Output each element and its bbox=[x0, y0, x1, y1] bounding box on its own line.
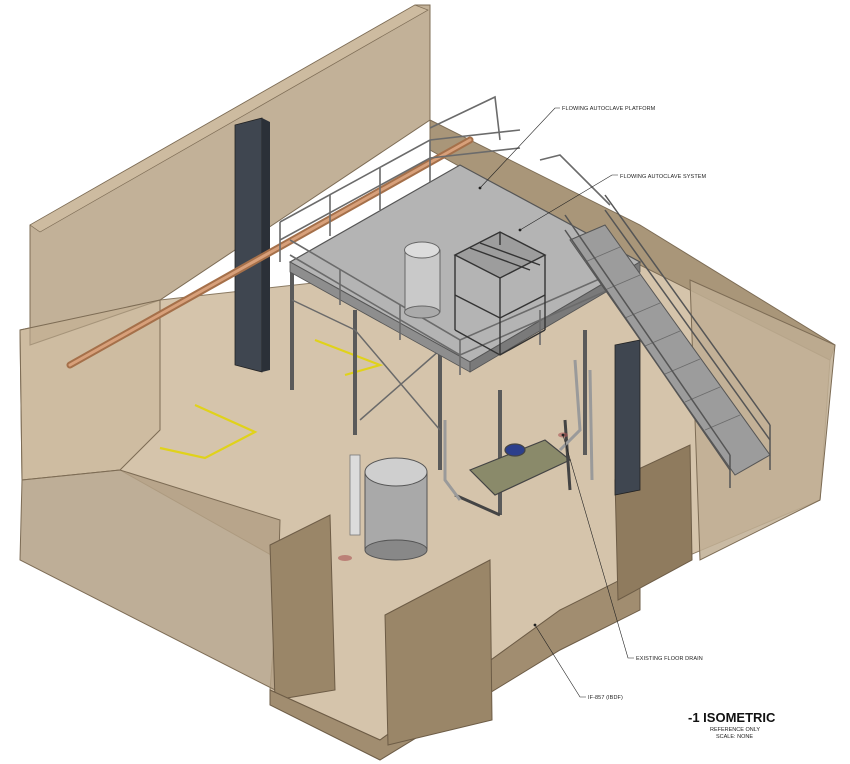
right-wall bbox=[689, 279, 836, 561]
callout-room-label: IF-857 (IBDF) bbox=[588, 695, 623, 701]
view-title: -1 ISOMETRIC bbox=[688, 710, 776, 725]
front-partition bbox=[384, 559, 493, 746]
callout-drain-label: EXISTING FLOOR DRAIN bbox=[636, 656, 703, 662]
callout-system-label: FLOWING AUTOCLAVE SYSTEM bbox=[620, 174, 707, 180]
pipe-runs bbox=[443, 359, 594, 501]
callout-drain: EXISTING FLOOR DRAIN bbox=[561, 433, 703, 662]
title-block: -1 ISOMETRIC REFERENCE ONLY SCALE: NONE bbox=[688, 710, 776, 740]
copper-pipe bbox=[66, 136, 474, 369]
back-left-wall-top bbox=[29, 4, 429, 233]
column-left bbox=[234, 117, 263, 373]
front-wall-stub bbox=[269, 514, 336, 701]
view-scale: SCALE: NONE bbox=[716, 734, 753, 740]
access-stairs bbox=[564, 194, 771, 488]
column-left-face bbox=[262, 118, 270, 372]
platform-railing bbox=[279, 95, 621, 375]
callouts: FLOWING AUTOCLAVE PLATFORM FLOWING AUTOC… bbox=[478, 106, 707, 701]
view-note: REFERENCE ONLY bbox=[710, 727, 760, 733]
callout-platform: FLOWING AUTOCLAVE PLATFORM bbox=[478, 106, 656, 190]
front-left-wall bbox=[19, 299, 161, 481]
autoclave-platform bbox=[279, 95, 642, 515]
callout-system: FLOWING AUTOCLAVE SYSTEM bbox=[518, 174, 707, 232]
callout-platform-label: FLOWING AUTOCLAVE PLATFORM bbox=[562, 106, 656, 112]
autoclave-frame bbox=[453, 231, 547, 356]
callout-room: IF-857 (IBDF) bbox=[533, 623, 623, 701]
platform-tank bbox=[404, 241, 441, 319]
building-columns bbox=[234, 117, 641, 496]
floor-tank bbox=[349, 454, 428, 561]
column-right bbox=[614, 339, 641, 496]
